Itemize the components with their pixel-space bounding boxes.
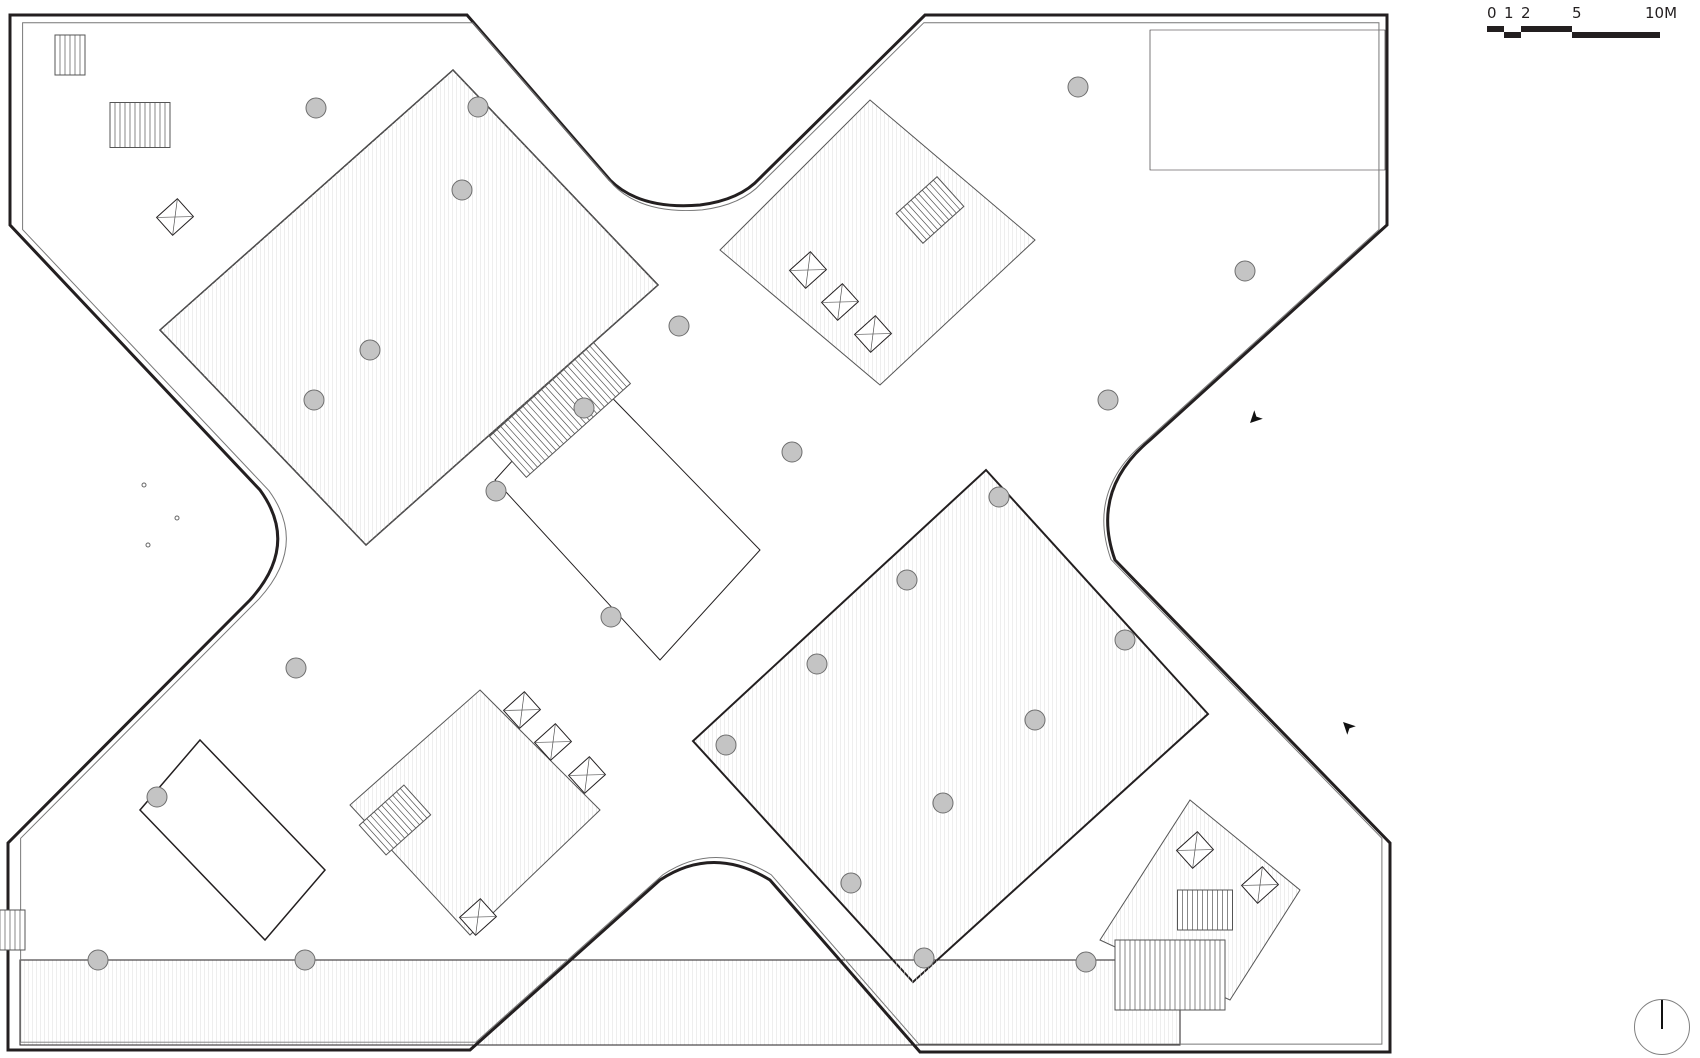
scale-label: 1	[1504, 4, 1514, 22]
scale-label: 2	[1521, 4, 1531, 22]
bottom-left-lecture-room	[138, 738, 327, 942]
entry-arrows-layer	[1250, 410, 1356, 735]
central-grand-stair	[488, 342, 632, 478]
column-icon	[1024, 709, 1046, 731]
column-icon	[467, 96, 489, 118]
column-icon	[305, 97, 327, 119]
bottom-right-escalator	[1114, 939, 1226, 1011]
elevator-shaft-icon	[788, 251, 828, 289]
scale-segment	[1504, 32, 1521, 38]
elevator-shaft-icon	[820, 283, 860, 321]
elevator-shaft-icon	[567, 756, 607, 794]
top-right-wing-core	[719, 99, 1036, 386]
site-marker-icon	[145, 542, 151, 548]
column-icon	[715, 734, 737, 756]
column-icon	[1097, 389, 1119, 411]
column-icon	[1075, 951, 1097, 973]
elevator-shaft-icon	[458, 898, 498, 936]
column-icon	[668, 315, 690, 337]
elevator-shaft-icon	[155, 198, 195, 236]
elevator-shaft-icon	[1175, 831, 1215, 869]
site-marker-icon	[174, 515, 180, 521]
scale-label: 0	[1487, 4, 1497, 22]
columns-layer	[87, 76, 1256, 973]
column-icon	[1234, 260, 1256, 282]
site-dots-layer	[141, 482, 180, 548]
column-icon	[932, 792, 954, 814]
curtain-wall-inner-line	[20, 22, 1383, 1045]
top-right-stair	[895, 176, 965, 244]
column-icon	[1114, 629, 1136, 651]
column-icon	[359, 339, 381, 361]
top-left-stair	[109, 102, 171, 148]
column-icon	[600, 606, 622, 628]
elevator-shaft-icon	[533, 723, 573, 761]
top-left-wing-block	[159, 69, 659, 546]
column-icon	[294, 949, 316, 971]
scale-segment	[1521, 26, 1572, 32]
column-icon	[1067, 76, 1089, 98]
column-icon	[285, 657, 307, 679]
top-left-exit-stair	[54, 34, 86, 76]
bottom-left-corridor	[19, 959, 1181, 1046]
bottom-left-exit-stair	[0, 909, 26, 951]
entry-arrow-icon	[1343, 722, 1356, 735]
column-icon	[485, 480, 507, 502]
building-outline	[6, 13, 1392, 1054]
column-icon	[146, 786, 168, 808]
elevator-shaft-icon	[1240, 866, 1280, 904]
column-icon	[87, 949, 109, 971]
elevator-shaft-icon	[853, 315, 893, 353]
column-icon	[896, 569, 918, 591]
column-icon	[840, 872, 862, 894]
column-icon	[913, 947, 935, 969]
elevators-layer	[155, 198, 1280, 936]
top-right-lounge	[1149, 29, 1386, 171]
entry-arrow-icon	[1250, 410, 1263, 423]
north-needle	[1661, 1000, 1663, 1029]
stairs-layer	[0, 34, 1233, 1011]
bottom-left-wing-core	[349, 689, 601, 936]
column-icon	[573, 397, 595, 419]
bottom-right-stair	[1177, 889, 1233, 931]
north-arrow-icon	[1634, 999, 1690, 1055]
column-icon	[806, 653, 828, 675]
scale-label: 10M	[1645, 4, 1678, 22]
column-icon	[781, 441, 803, 463]
site-marker-icon	[141, 482, 147, 488]
column-icon	[303, 389, 325, 411]
elevator-shaft-icon	[502, 691, 542, 729]
bottom-left-stair	[358, 784, 432, 856]
scale-segment	[1487, 26, 1504, 32]
scale-segment	[1572, 32, 1660, 38]
scale-label: 5	[1572, 4, 1582, 22]
column-icon	[988, 486, 1010, 508]
column-icon	[451, 179, 473, 201]
